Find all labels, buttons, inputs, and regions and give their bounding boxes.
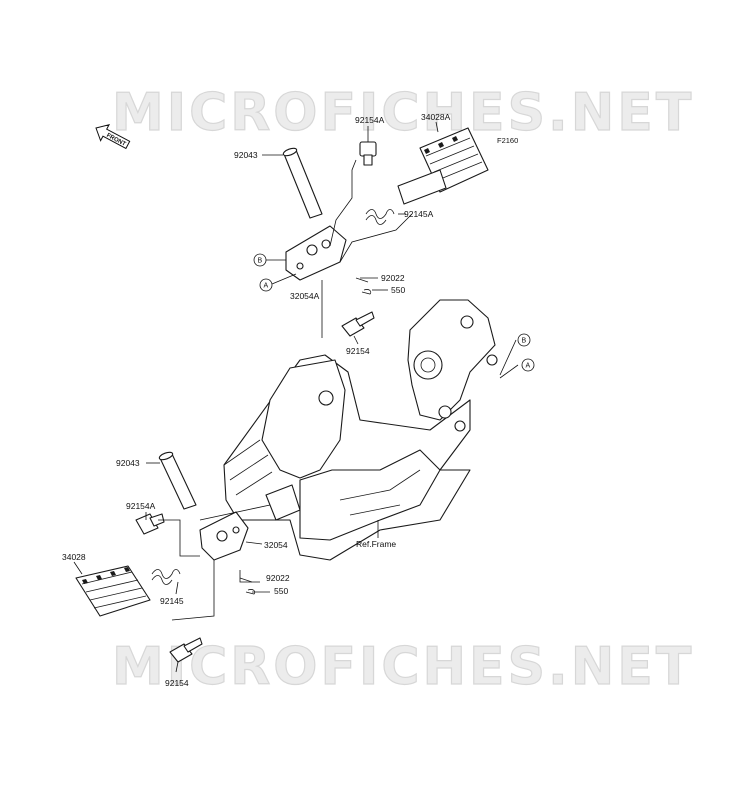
lower-spring-label: 92145 — [160, 596, 184, 606]
lower-assembly — [73, 451, 271, 673]
lower-bracket-part — [199, 511, 249, 561]
upper-spring-label: 92145A — [404, 209, 434, 219]
lower-washer-part — [239, 577, 253, 583]
upper-bracket-label: 32054A — [290, 291, 320, 301]
upper-bracket-part — [285, 225, 347, 281]
watermark-top: MICROFICHES.NET — [112, 83, 694, 143]
frame-drawing — [223, 299, 519, 561]
upper-callout-b — [253, 253, 267, 267]
upper-callout-a-label: A — [264, 283, 269, 290]
upper-cotter-label: 550 — [391, 285, 405, 295]
upper-callout-b-label: B — [258, 258, 263, 265]
lower-cotter-part — [245, 589, 256, 595]
upper-washer-label: 92022 — [381, 273, 405, 283]
upper-footpeg-label: 34028A — [421, 112, 451, 122]
upper-bolt-label: 92154 — [346, 346, 370, 356]
watermark-bottom: MICROFICHES.NET — [112, 637, 694, 697]
lower-cotter-label: 550 — [274, 586, 288, 596]
upper-bolt-a-label: 92154A — [355, 115, 385, 125]
lower-bolt-part — [169, 637, 203, 663]
lower-pin-part — [158, 451, 197, 510]
lower-footpeg-label: 34028 — [62, 552, 86, 562]
lower-washer-label: 92022 — [266, 573, 290, 583]
upper-pin-part — [282, 147, 323, 219]
upper-pin-label: 92043 — [234, 150, 258, 160]
upper-bolt-a-part — [359, 141, 377, 166]
figure-code: F2160 — [497, 136, 518, 145]
upper-bolt-part — [341, 311, 375, 337]
upper-washer-part — [355, 277, 369, 283]
frame-callout-b-label: B — [522, 338, 527, 345]
ref-frame-label: Ref.Frame — [356, 539, 396, 549]
upper-footpeg-part — [397, 127, 489, 205]
lower-bolt-a-part — [135, 513, 165, 535]
frame-callout-b — [517, 333, 531, 347]
frame-callout-a-label: A — [526, 363, 531, 370]
frame-callout-a — [521, 358, 535, 372]
upper-assembly — [262, 121, 489, 345]
lower-bolt-label: 92154 — [165, 678, 189, 688]
lower-bracket-label: 32054 — [264, 540, 288, 550]
upper-callout-a — [259, 278, 273, 292]
upper-spring-part — [365, 209, 395, 225]
lower-pin-label: 92043 — [116, 458, 140, 468]
upper-cotter-part — [361, 289, 372, 295]
lower-footpeg-part — [75, 565, 151, 617]
lower-spring-part — [151, 569, 181, 585]
lower-bolt-a-label: 92154A — [126, 501, 156, 511]
